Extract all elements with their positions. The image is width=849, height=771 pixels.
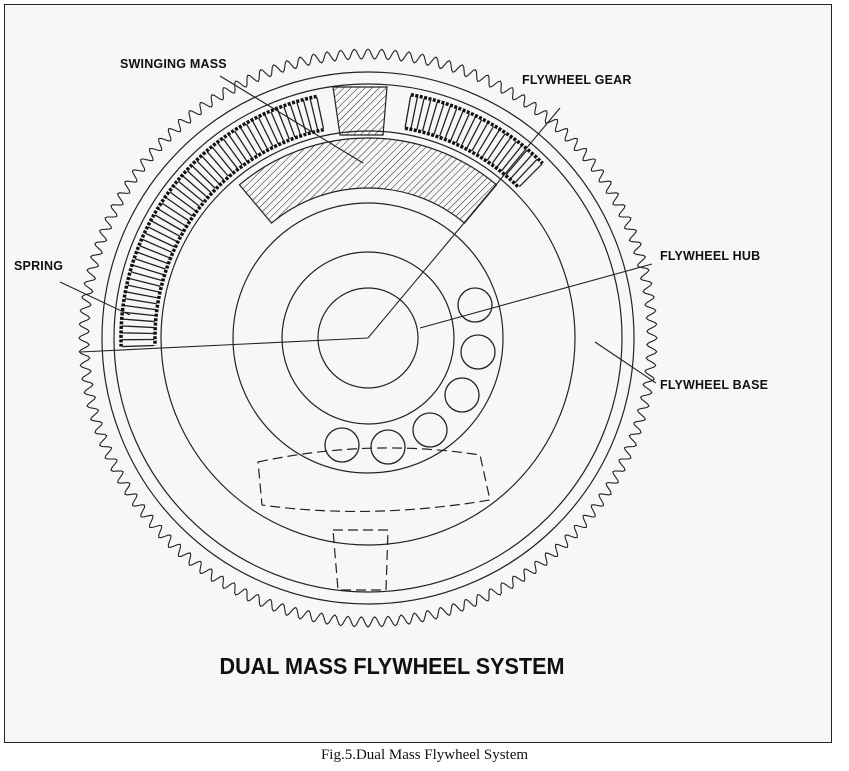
label-flywheel-hub: FLYWHEEL HUB [660,249,760,263]
bolt-hole [460,334,496,370]
bolt-hole [444,377,480,413]
gear-teeth [78,48,658,628]
spring-right [404,93,544,189]
flywheel-gear-teeth [78,48,658,628]
diagram-title: DUAL MASS FLYWHEEL SYSTEM [220,653,565,679]
swinging-mass-block [332,86,388,136]
bolt-hole [457,287,493,323]
bolt-hole [324,427,360,463]
figure-caption: Fig.5.Dual Mass Flywheel System [320,747,529,763]
hub-outer-circle [232,202,504,474]
hub-middle-circle [281,251,455,425]
hub-inner-circle [317,287,419,389]
spring-left [119,94,325,348]
label-flywheel-base: FLYWHEEL BASE [660,378,768,392]
dashed-pocket [257,447,491,591]
bolt-holes [324,287,496,465]
swinging-mass [238,137,498,224]
label-swinging-mass: SWINGING MASS [120,57,227,71]
gear-inner-ring [101,71,635,605]
leader-lines [59,75,657,384]
label-flywheel-gear: FLYWHEEL GEAR [522,73,632,87]
label-spring: SPRING [14,259,63,273]
bolt-hole [370,429,406,465]
flywheel-base-ring [113,83,623,593]
bolt-hole [412,412,448,448]
springs [119,93,544,348]
